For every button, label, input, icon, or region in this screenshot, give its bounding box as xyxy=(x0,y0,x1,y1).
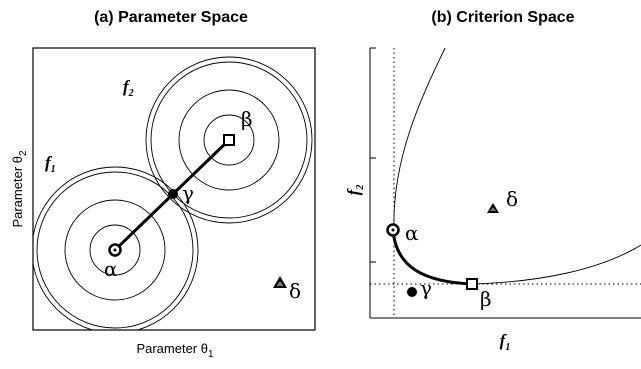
panel-a-title: (a) Parameter Space xyxy=(94,9,248,26)
marker-alpha-b xyxy=(386,223,400,237)
label-delta: δ xyxy=(289,279,301,303)
label-beta: β xyxy=(241,107,253,131)
f2-label: f2 xyxy=(123,77,134,99)
panel-a: α β γ δ f1 f2 Parameter θ1 Parameter θ2 xyxy=(10,47,316,360)
label-delta-b: δ xyxy=(506,187,518,211)
panel-b: α β γ δ f1 f2 xyxy=(344,47,641,353)
panel-b-axes xyxy=(369,47,641,319)
label-gamma-b: γ xyxy=(420,276,432,300)
label-beta-b: β xyxy=(480,287,492,311)
marker-beta xyxy=(223,134,235,146)
panel-a-x-axis-label: Parameter θ1 xyxy=(136,341,214,360)
marker-beta-b xyxy=(466,278,478,290)
pareto-front xyxy=(391,229,473,286)
panel-b-y-axis-label: f2 xyxy=(344,185,366,196)
marker-delta-b xyxy=(487,203,499,213)
label-gamma: γ xyxy=(182,181,194,205)
f1-label: f1 xyxy=(45,153,56,175)
feasible-region-boundary xyxy=(393,48,641,285)
label-alpha: α xyxy=(104,257,118,281)
marker-gamma xyxy=(168,189,178,199)
label-alpha-b: α xyxy=(405,221,419,245)
contours-f2 xyxy=(145,56,313,224)
panel-a-frame xyxy=(32,47,316,331)
contours-f1 xyxy=(33,166,199,330)
marker-gamma-b xyxy=(407,287,417,297)
marker-delta xyxy=(273,276,287,288)
panel-b-x-axis-label: f1 xyxy=(500,331,511,353)
marker-alpha xyxy=(108,243,122,257)
panel-a-y-axis-label: Parameter θ2 xyxy=(10,150,29,228)
panel-b-title: (b) Criterion Space xyxy=(431,9,574,26)
